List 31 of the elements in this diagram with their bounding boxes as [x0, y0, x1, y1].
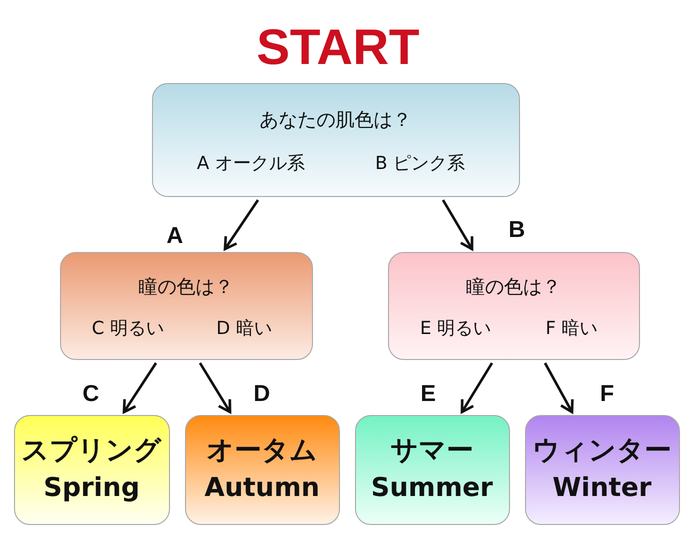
season-name: Summer: [371, 474, 493, 504]
season-name: Autumn: [204, 474, 320, 504]
arrow: [224, 199, 260, 250]
question-box: [388, 252, 640, 360]
result-box: [355, 415, 510, 525]
question-text: 瞳の色は？: [138, 277, 234, 300]
question-text: 瞳の色は？: [466, 277, 561, 300]
option-text: C 明るい: [92, 318, 164, 340]
option-text: E 明るい: [420, 318, 492, 340]
season-name: スプリング: [22, 435, 162, 466]
arrow: [460, 362, 494, 414]
arrow: [544, 362, 574, 414]
season-name: Winter: [552, 474, 652, 504]
season-name: オータム: [206, 435, 318, 466]
question-box: [152, 83, 520, 197]
question-text: あなたの肌色は？: [260, 110, 412, 132]
question-box: [60, 252, 313, 360]
title: START: [256, 22, 420, 72]
arrow: [198, 362, 232, 414]
result-box: [185, 415, 340, 525]
option-text: A オークル系: [196, 154, 305, 175]
arrow: [122, 362, 158, 414]
result-box: [525, 415, 680, 525]
option-text: D 暗い: [216, 318, 272, 340]
season-name: サマー: [390, 435, 474, 466]
arrow: [442, 199, 474, 250]
option-text: F 暗い: [545, 318, 598, 340]
result-box: [14, 415, 170, 525]
season-name: Spring: [44, 474, 140, 504]
season-name: ウィンター: [532, 435, 672, 466]
option-text: B ピンク系: [375, 154, 466, 175]
